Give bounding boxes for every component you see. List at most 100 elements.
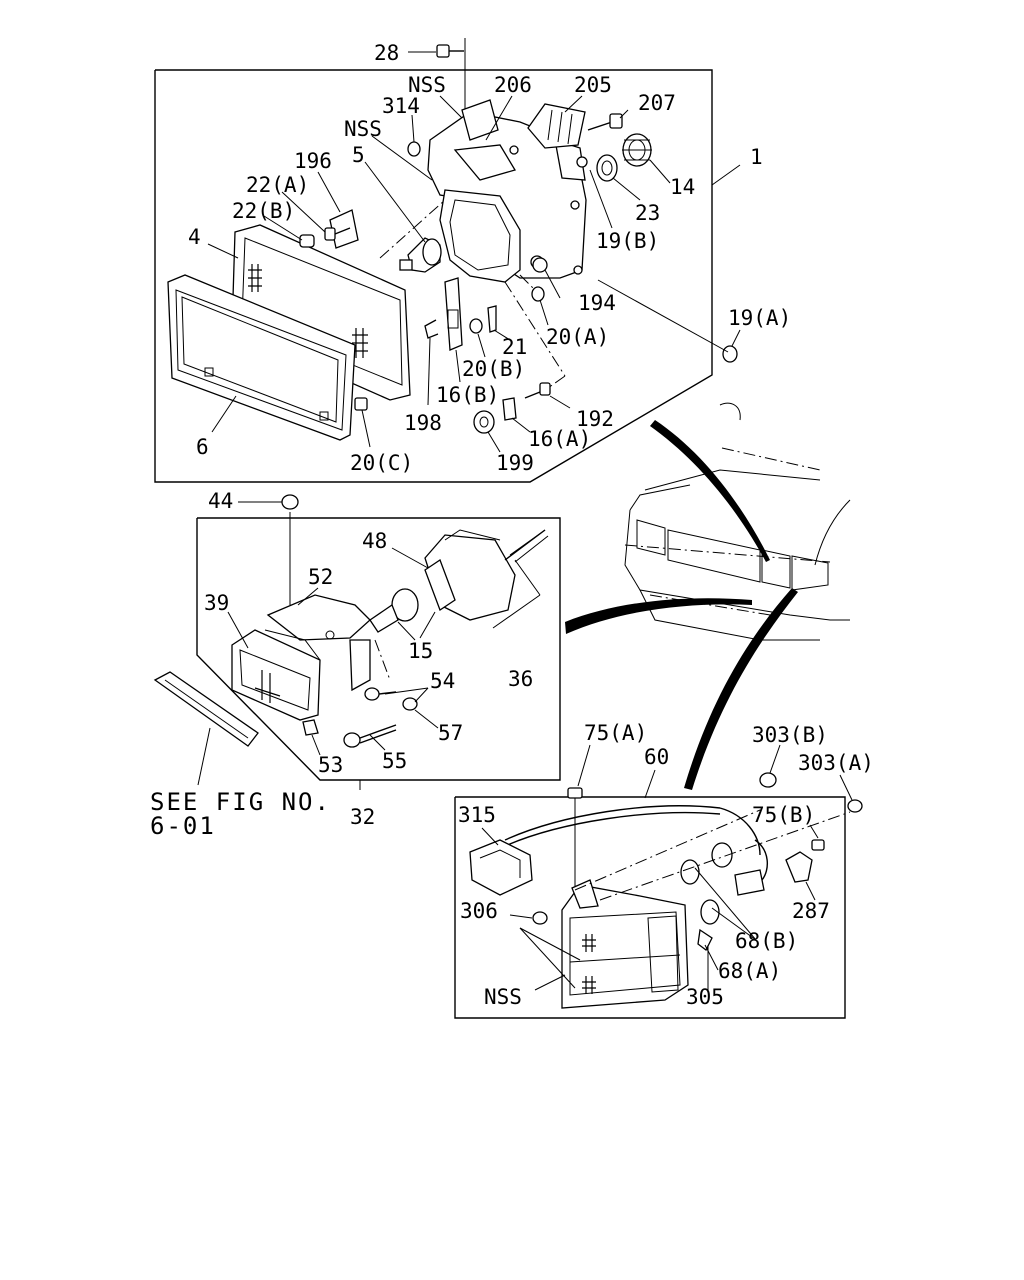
nut-53 (302, 719, 319, 736)
label-1: 1 (750, 145, 763, 169)
label-57: 57 (438, 721, 463, 745)
bracket-52 (266, 594, 371, 692)
leaders-foglamp (227, 547, 541, 790)
label-36: 36 (508, 667, 533, 691)
see-fig-reference: SEE FIG NO. 6-01 (150, 788, 331, 840)
nut-199 (473, 410, 495, 434)
bolt-55 (343, 724, 397, 748)
label-68b: 68(B) (735, 929, 798, 953)
clip-198 (424, 319, 439, 339)
socket-14 (622, 133, 652, 167)
label-16b: 16(B) (436, 383, 499, 407)
connector-205 (527, 103, 586, 149)
screw-306 (532, 911, 548, 925)
bracket-287 (785, 851, 816, 901)
fastener-21 (487, 305, 497, 333)
part-labels: 28 NSS 206 205 207 314 NSS 196 5 1 22(A)… (188, 41, 874, 1009)
label-20c: 20(C) (350, 451, 413, 475)
see-fig-line-1: SEE FIG NO. (150, 788, 331, 816)
foglamp-group-frame (196, 517, 561, 781)
bulb-15 (369, 588, 419, 633)
reflector-strip (153, 671, 259, 786)
screw-207 (587, 113, 623, 131)
nut-314 (407, 141, 421, 157)
screw-75a (567, 744, 591, 890)
plate-16b (444, 277, 463, 351)
nut-57 (402, 697, 418, 711)
label-6: 6 (196, 435, 209, 459)
label-28: 28 (374, 41, 399, 65)
label-303a: 303(A) (798, 751, 874, 775)
label-75a: 75(A) (584, 721, 647, 745)
label-205: 205 (574, 73, 612, 97)
label-14: 14 (670, 175, 695, 199)
label-194: 194 (578, 291, 616, 315)
label-23: 23 (635, 201, 660, 225)
screw-192 (524, 382, 551, 399)
vehicle-sketch (565, 402, 851, 790)
fastener-20b (469, 318, 483, 334)
label-196: 196 (294, 149, 332, 173)
label-22a: 22(A) (246, 173, 309, 197)
headlight-housing-bracket (427, 99, 587, 283)
label-199: 199 (496, 451, 534, 475)
label-15: 15 (408, 639, 433, 663)
label-75b: 75(B) (752, 803, 815, 827)
label-192: 192 (576, 407, 614, 431)
label-207: 207 (638, 91, 676, 115)
label-32: 32 (350, 805, 375, 829)
connector-315 (469, 827, 533, 896)
label-54: 54 (430, 669, 455, 693)
label-nss-1: NSS (408, 73, 446, 97)
label-315: 315 (458, 803, 496, 827)
label-53: 53 (318, 753, 343, 777)
cornerlamp-lens (561, 879, 689, 1009)
label-287: 287 (792, 899, 830, 923)
label-nss-2: NSS (344, 117, 382, 141)
bulb-5 (399, 237, 442, 273)
leaders-cornerlamp (509, 809, 851, 991)
label-20b: 20(B) (462, 357, 525, 381)
label-48: 48 (362, 529, 387, 553)
grommet-303a (839, 774, 863, 813)
ring-23 (596, 154, 618, 182)
nut-19b (576, 156, 588, 168)
label-68a: 68(A) (718, 959, 781, 983)
label-303b: 303(B) (752, 723, 828, 747)
label-44: 44 (208, 489, 233, 513)
nut-44 (238, 494, 299, 605)
label-314: 314 (382, 94, 420, 118)
label-306: 306 (460, 899, 498, 923)
harness-60 (504, 769, 768, 881)
screw-20c (354, 397, 368, 411)
fastener-194 (532, 257, 548, 273)
label-nss-3: NSS (484, 985, 522, 1009)
screw-22b (299, 234, 315, 248)
headlight-lens-6 (167, 274, 356, 441)
label-19b: 19(B) (596, 229, 659, 253)
label-60: 60 (644, 745, 669, 769)
foglamp-39 (231, 629, 321, 721)
screw-54 (364, 687, 397, 701)
headlight-group-frame (154, 69, 713, 483)
leaders-headlight (207, 95, 741, 453)
label-4: 4 (188, 225, 201, 249)
nut-19a (722, 345, 738, 363)
label-39: 39 (204, 591, 229, 615)
label-22b: 22(B) (232, 199, 295, 223)
cornerlamp-group-frame (454, 796, 846, 1019)
grommet-303b (759, 744, 781, 788)
clip-16a (502, 397, 517, 421)
screw-22a (324, 227, 351, 241)
label-21: 21 (502, 335, 527, 359)
fastener-20a (531, 286, 545, 302)
label-305: 305 (686, 985, 724, 1009)
label-206: 206 (494, 73, 532, 97)
housing-48 (424, 529, 549, 621)
see-fig-line-2: 6-01 (150, 812, 216, 840)
screw-75b (811, 839, 825, 851)
label-52: 52 (308, 565, 333, 589)
label-20a: 20(A) (546, 325, 609, 349)
